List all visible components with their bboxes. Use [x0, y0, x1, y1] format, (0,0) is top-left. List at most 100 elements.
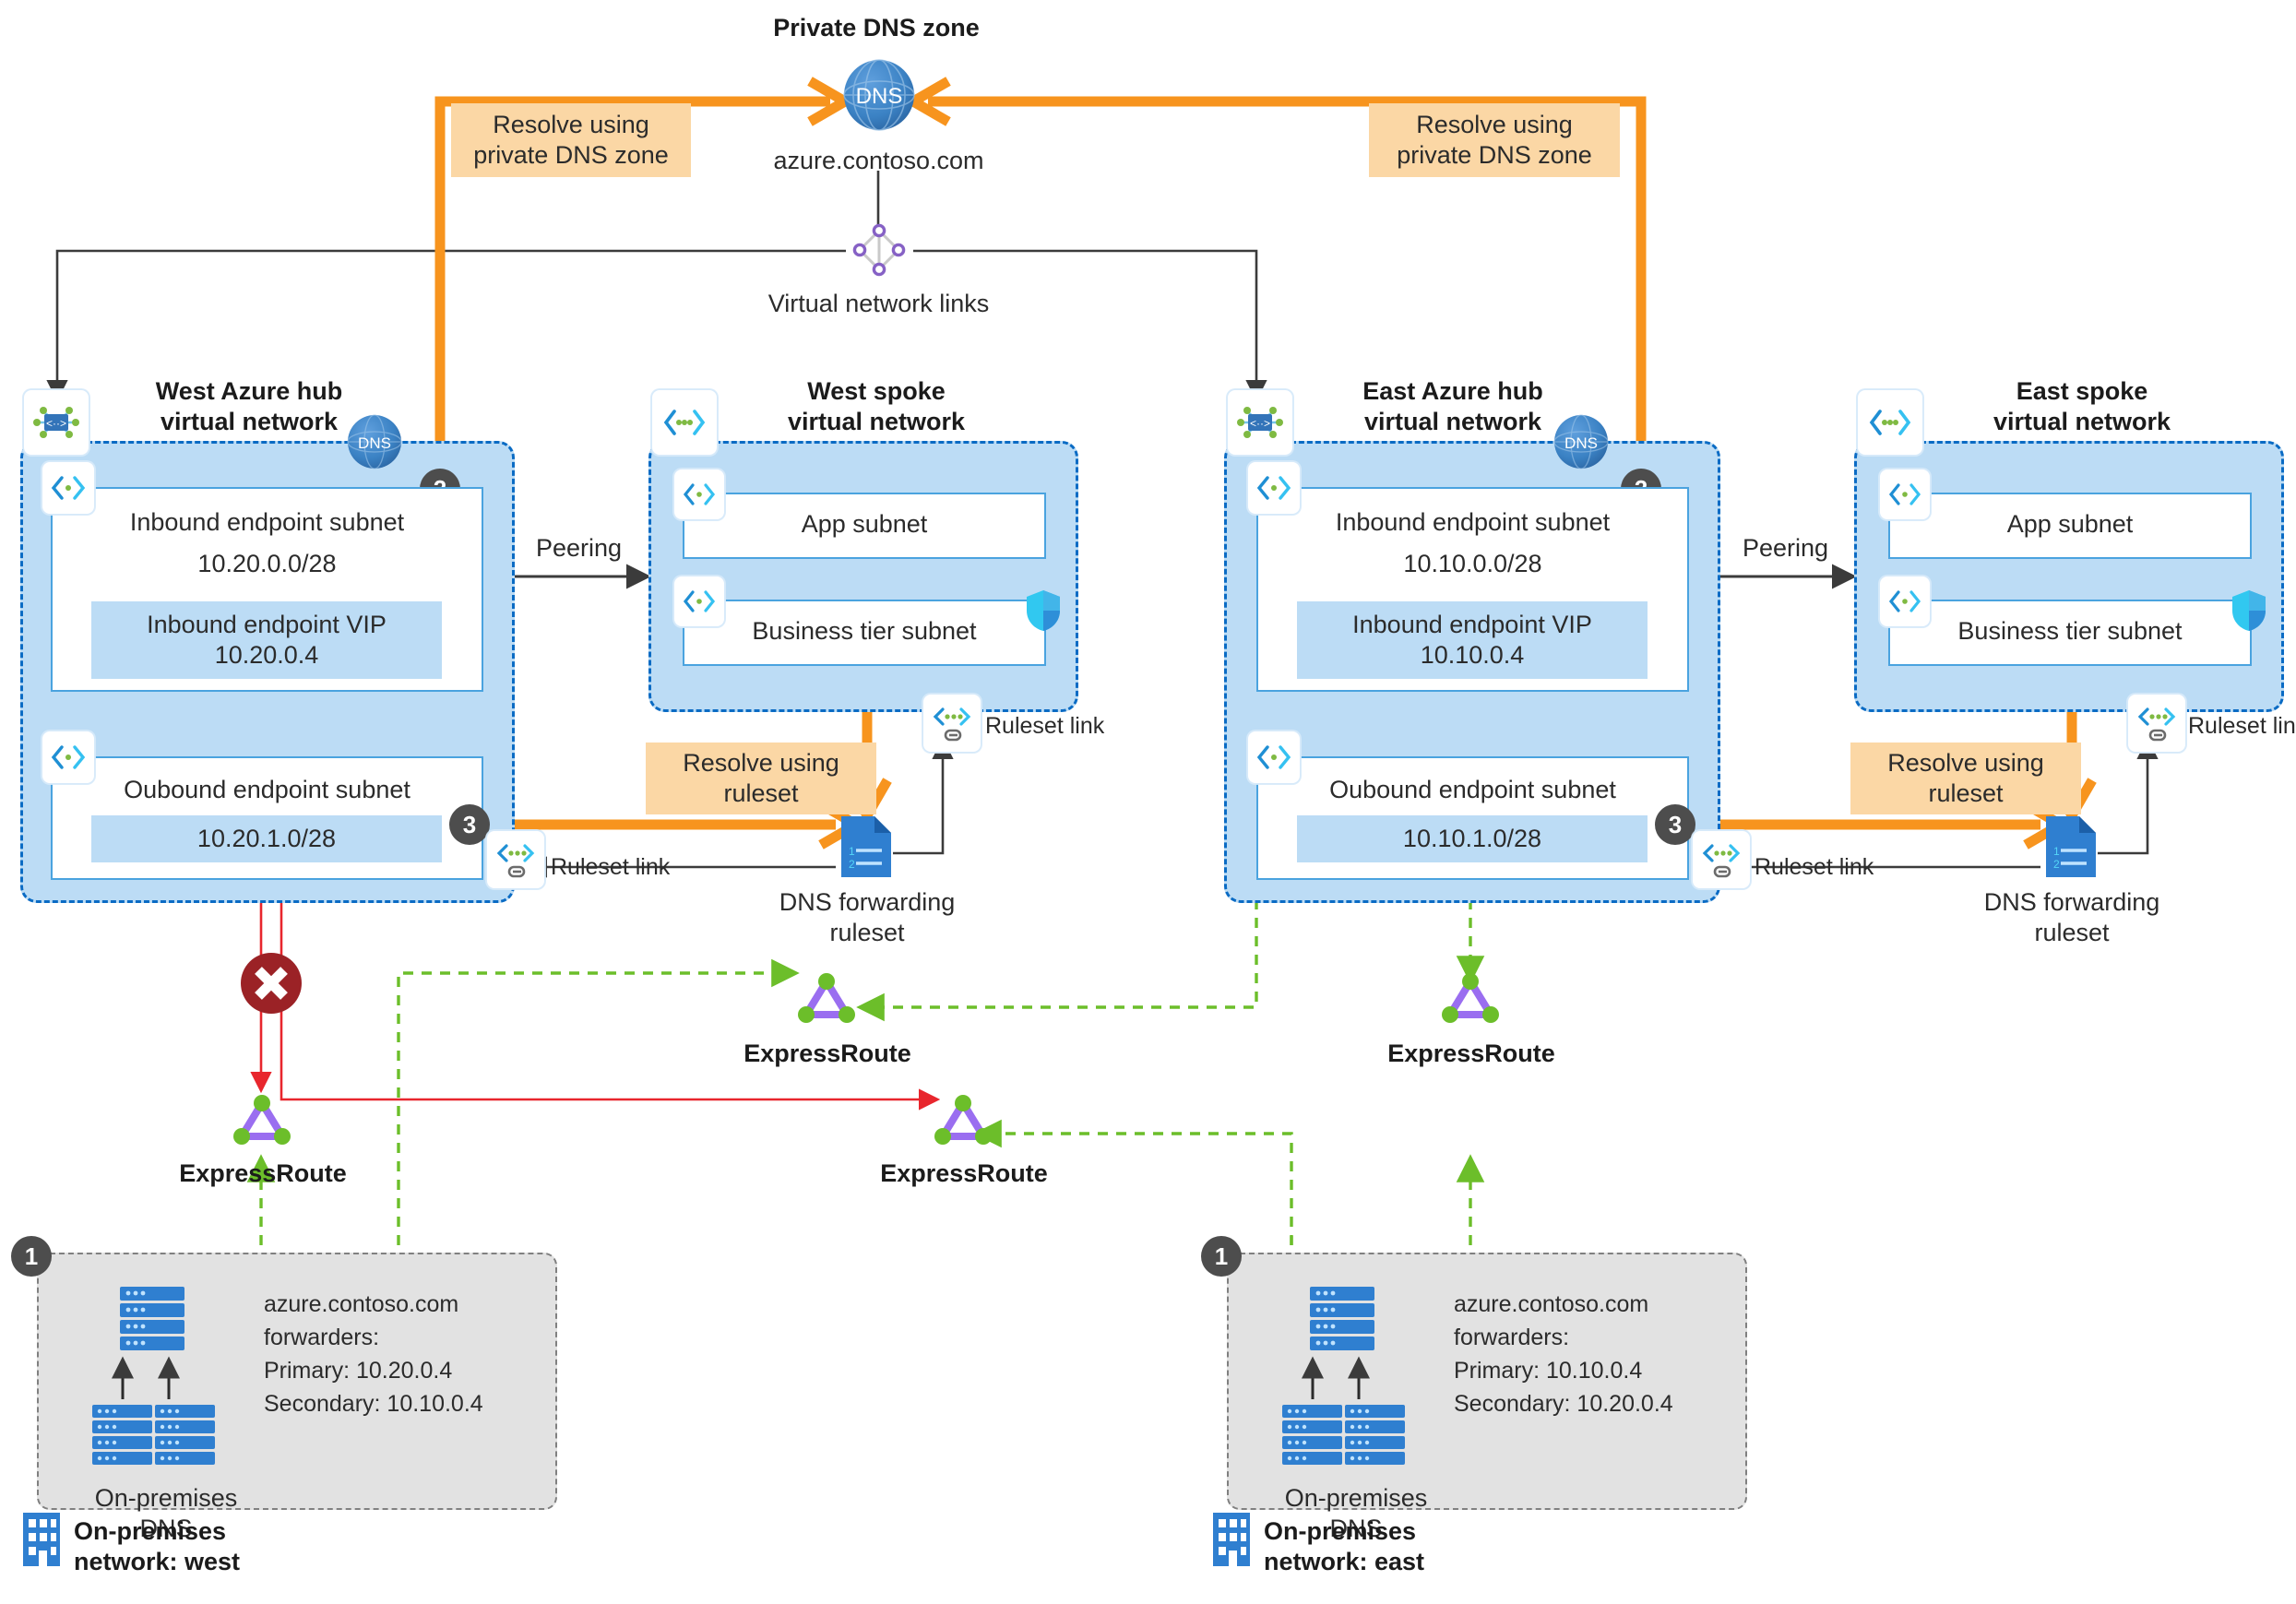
private-dns-zone-title: Private DNS zone [773, 14, 980, 42]
onprem-east-dns-servers-icon [1268, 1287, 1444, 1476]
callout-line-1: Resolve using [1416, 111, 1573, 138]
east-spoke-app-subnet: App subnet [1888, 493, 2252, 559]
east-spoke-title-line-1: East spoke [2016, 377, 2148, 405]
west-inbound-subnet-cidr: 10.20.0.0/28 [197, 550, 337, 577]
dns-globe-icon: DNS [841, 57, 917, 137]
west-dns-forwarding-ruleset-icon: 1 2 [838, 814, 895, 885]
callout-resolve-private-dns-west: Resolve using private DNS zone [451, 103, 691, 177]
east-spoke-app-subnet-icon [1879, 469, 1931, 520]
callout-line-2: ruleset [1928, 779, 2004, 807]
east-hub-ruleset-link-icon [1692, 830, 1751, 889]
east-inbound-vip-label: Inbound endpoint VIP [1352, 611, 1592, 638]
east-outbound-subnet-icon [1247, 731, 1301, 784]
west-outbound-subnet-icon [42, 731, 95, 784]
onprem-west-network-label-line-2: network: west [74, 1548, 241, 1575]
onprem-east-dns-label-line-1: On-premises [1284, 1484, 1428, 1512]
expressroute-center-lower-icon [930, 1092, 996, 1154]
onprem-east-forwarders-title: azure.contoso.com [1454, 1291, 1649, 1317]
west-inbound-subnet-icon [42, 461, 95, 515]
west-outbound-step-badge: 3 [449, 804, 490, 845]
east-inbound-subnet-label: Inbound endpoint subnet [1335, 508, 1611, 536]
west-outbound-cidr-box: 10.20.1.0/28 [91, 815, 442, 862]
svg-text:<··>: <··> [46, 417, 66, 430]
west-spoke-business-subnet-label: Business tier subnet [752, 617, 977, 645]
svg-text:2: 2 [2053, 858, 2060, 871]
west-spoke-ruleset-link-icon [922, 694, 981, 753]
callout-line-2: private DNS zone [473, 141, 669, 169]
west-spoke-vnet-icon [651, 389, 718, 456]
east-spoke-title-line-2: virtual network [1993, 408, 2171, 435]
west-spoke-shield-icon [1024, 588, 1063, 637]
west-spoke-ruleset-link-label: Ruleset link [985, 713, 1105, 739]
onprem-east-network-label-line-2: network: east [1264, 1548, 1425, 1575]
onprem-west-network-label: On-premises network: west [74, 1516, 378, 1577]
east-hub-ruleset-link-label: Ruleset link [1755, 854, 1874, 880]
virtual-network-links-icon [851, 221, 908, 283]
east-hub-dns-badge: DNS [1552, 413, 1610, 475]
onprem-east-forwarders: azure.contoso.com forwarders: Primary: 1… [1454, 1288, 1749, 1420]
callout-line-1: Resolve using [493, 111, 649, 138]
west-inbound-vip-value: 10.20.0.4 [214, 641, 319, 669]
east-inbound-vip-box: Inbound endpoint VIP 10.10.0.4 [1297, 601, 1648, 679]
ruleset-label-line-2: ruleset [829, 919, 905, 946]
west-spoke-app-subnet: App subnet [683, 493, 1046, 559]
east-spoke-app-subnet-label: App subnet [2006, 510, 2134, 538]
svg-text:1: 1 [2053, 845, 2060, 858]
west-spoke-title-line-2: virtual network [787, 408, 966, 435]
east-dns-forwarding-ruleset-label: DNS forwarding ruleset [1933, 887, 2210, 948]
east-spoke-business-subnet-icon [1879, 576, 1931, 627]
onprem-west-dns-servers-icon [78, 1287, 254, 1476]
east-hub-title: East Azure hub virtual network [1305, 376, 1600, 437]
west-outbound-subnet: Oubound endpoint subnet 10.20.1.0/28 [51, 756, 483, 880]
west-inbound-vip-box: Inbound endpoint VIP 10.20.0.4 [91, 601, 442, 679]
west-dns-forwarding-ruleset-label: DNS forwarding ruleset [729, 887, 1005, 948]
west-inbound-subnet-label: Inbound endpoint subnet [129, 508, 405, 536]
west-outbound-subnet-label: Oubound endpoint subnet [124, 776, 410, 803]
east-spoke-title: East spoke virtual network [1934, 376, 2230, 437]
east-spoke-ruleset-link-icon [2127, 694, 2186, 753]
onprem-west-dns-label: On-premises DNS [46, 1483, 286, 1544]
east-inbound-subnet-icon [1247, 461, 1301, 515]
west-hub-dns-badge: DNS [346, 413, 403, 475]
onprem-east-building-icon [1210, 1511, 1253, 1573]
ruleset-label-line-2: ruleset [2034, 919, 2110, 946]
west-hub-title: West Azure hub virtual network [101, 376, 397, 437]
onprem-east-step-badge: 1 [1201, 1236, 1242, 1277]
west-inbound-vip-label: Inbound endpoint VIP [147, 611, 387, 638]
east-spoke-ruleset-link-label: Ruleset link [2188, 713, 2296, 739]
svg-text:DNS: DNS [1564, 434, 1598, 452]
onprem-west-forwarders: azure.contoso.com forwarders: Primary: 1… [264, 1288, 559, 1420]
east-inbound-vip-value: 10.10.0.4 [1420, 641, 1525, 669]
east-spoke-business-subnet-label: Business tier subnet [1957, 617, 2183, 645]
onprem-east-forwarder-primary: Primary: 10.10.0.4 [1454, 1358, 1643, 1384]
east-spoke-shield-icon [2230, 588, 2268, 637]
east-outbound-step-badge: 3 [1655, 804, 1695, 845]
east-inbound-subnet-cidr: 10.10.0.0/28 [1403, 550, 1542, 577]
east-inbound-subnet: Inbound endpoint subnet 10.10.0.0/28 Inb… [1256, 487, 1689, 692]
west-spoke-business-subnet: Business tier subnet [683, 600, 1046, 666]
west-hub-title-line-2: virtual network [160, 408, 339, 435]
virtual-network-links-label: Virtual network links [767, 290, 990, 317]
east-hub-vnet-icon: <··> [1227, 389, 1293, 456]
onprem-east-forwarders-sub: forwarders: [1454, 1325, 1570, 1350]
callout-resolve-private-dns-east: Resolve using private DNS zone [1369, 103, 1620, 177]
west-hub-title-line-1: West Azure hub [155, 377, 343, 405]
svg-text:2: 2 [849, 858, 855, 871]
callout-line-1: Resolve using [1887, 749, 2044, 777]
onprem-west-forwarder-secondary: Secondary: 10.10.0.4 [264, 1391, 483, 1417]
ruleset-label-line-1: DNS forwarding [779, 888, 956, 916]
expressroute-east-label: ExpressRoute [1387, 1040, 1555, 1067]
onprem-west-dns-label-line-2: DNS [139, 1515, 193, 1542]
private-dns-zone-name: azure.contoso.com [773, 147, 984, 174]
expressroute-center-upper-icon [793, 970, 860, 1032]
callout-line-2: ruleset [723, 779, 799, 807]
east-outbound-cidr-box: 10.10.1.0/28 [1297, 815, 1648, 862]
onprem-east-dns-label: On-premises DNS [1236, 1483, 1476, 1544]
onprem-west-forwarder-primary: Primary: 10.20.0.4 [264, 1358, 453, 1384]
west-peering-label: Peering [535, 534, 623, 562]
svg-text:DNS: DNS [358, 434, 391, 452]
east-dns-forwarding-ruleset-icon: 1 2 [2042, 814, 2100, 885]
east-hub-title-line-1: East Azure hub [1362, 377, 1543, 405]
callout-line-1: Resolve using [683, 749, 839, 777]
